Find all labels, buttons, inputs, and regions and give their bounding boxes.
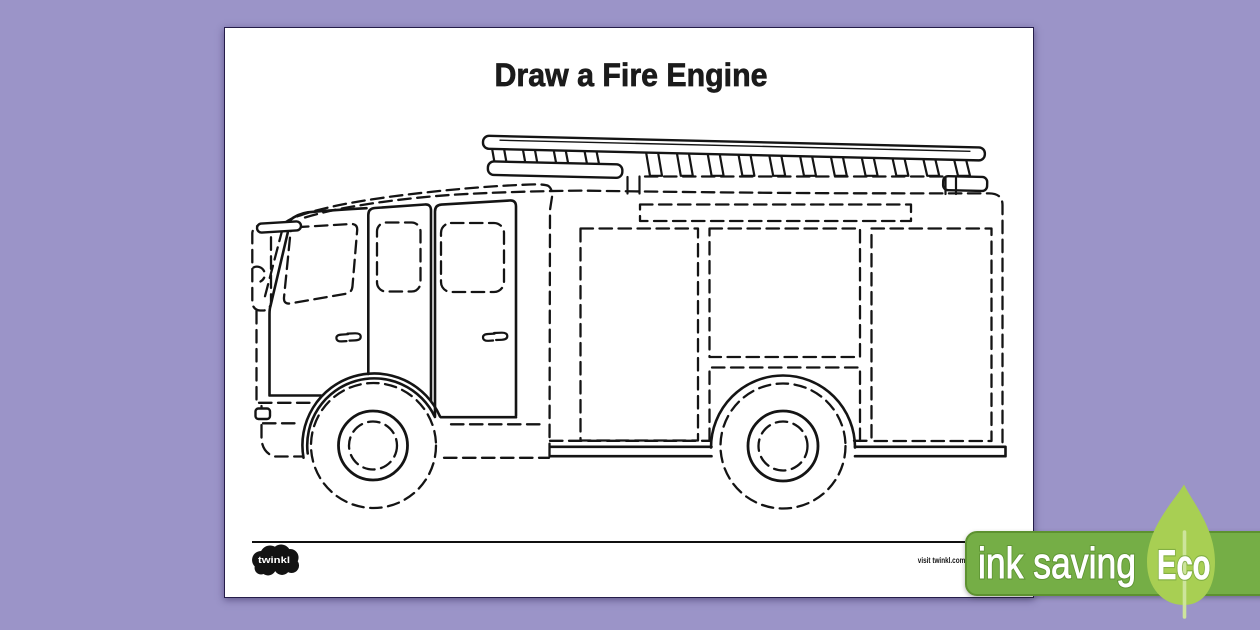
svg-text:visit twinkl.com: visit twinkl.com (918, 555, 966, 565)
svg-text:Draw a Fire Engine: Draw a Fire Engine (495, 57, 768, 93)
svg-text:ink saving: ink saving (978, 539, 1136, 588)
svg-text:ink saving: ink saving (978, 539, 1136, 588)
svg-text:twinkl: twinkl (258, 555, 290, 566)
svg-text:Eco: Eco (1157, 541, 1211, 588)
svg-text:Eco: Eco (1157, 541, 1211, 588)
